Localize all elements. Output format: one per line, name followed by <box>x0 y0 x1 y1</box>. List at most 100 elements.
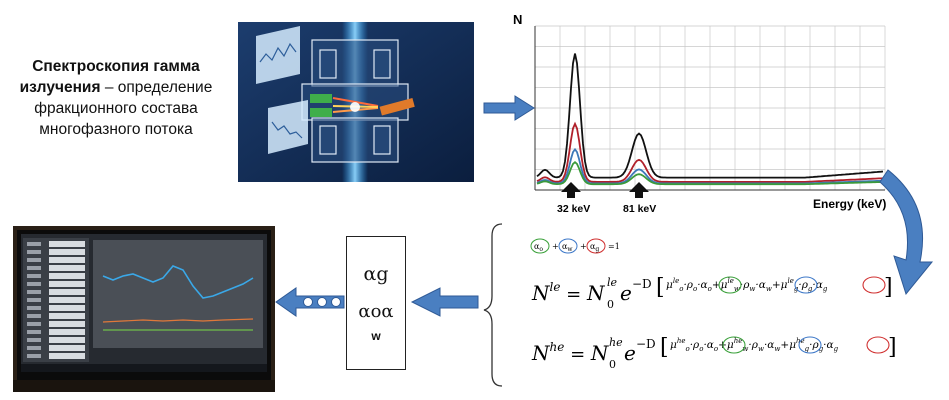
field-label <box>27 346 41 350</box>
y-axis-label: N <box>513 12 522 27</box>
circle-alpha-g <box>586 238 606 254</box>
field-value <box>49 241 85 247</box>
arrow-formulas-to-box <box>410 287 479 317</box>
field-label <box>27 330 41 334</box>
he-term-circles <box>722 336 890 354</box>
diagram-title: Спектроскопия гамма излучения – определе… <box>0 56 232 140</box>
alpha-w-sym: αw <box>562 242 573 253</box>
circle-alpha-w <box>558 238 578 254</box>
svg-text:]: ] <box>888 335 897 360</box>
field-label <box>27 322 41 326</box>
le-exponent-terms: μleo·ρo·αo+μlew·ρw·αw+μleg·ρg·αg <box>666 277 828 293</box>
title-bold: Спектроскопия гамма излучения <box>19 58 200 96</box>
fraction-constraint: αo + αw + αg =1 <box>530 238 620 254</box>
field-value <box>49 313 85 319</box>
title-rest: – определение фракционного состава много… <box>34 79 213 138</box>
term-circle-w <box>798 336 822 354</box>
apparatus-illustration <box>238 22 474 182</box>
svg-text:0: 0 <box>607 298 614 311</box>
equals-one: =1 <box>608 242 620 251</box>
he-exponent-terms: μheo·ρo·αo+μhew·ρw·αw+μheg·ρg·αg <box>670 337 839 353</box>
svg-text:le: le <box>607 276 618 289</box>
field-label <box>27 242 41 246</box>
svg-text:[: [ <box>660 335 669 360</box>
gamma-spectrum-chart: N Energy (keV) 32 keV 81 keV <box>513 12 886 215</box>
field-label <box>27 338 41 342</box>
svg-text:Nle = N: Nle = N <box>531 280 606 305</box>
alpha-g-sym: αg <box>590 242 599 253</box>
svg-text:he: he <box>609 336 623 349</box>
spectrum-grid <box>534 25 886 191</box>
formula-high-energy: Nhe = N 0 he e −D [ μheo·ρo·αo+μhew·ρw·α… <box>531 335 897 371</box>
alpha-o-sym: αo <box>534 242 543 253</box>
source-point <box>350 102 360 112</box>
laptop-bezel <box>13 380 275 392</box>
term-circle-g <box>866 336 890 354</box>
alpha-w-text: w <box>371 329 381 343</box>
peak2-marker <box>629 182 649 198</box>
term-circle-o <box>718 276 742 294</box>
field-value <box>49 337 85 343</box>
svg-text:0: 0 <box>609 358 616 371</box>
dot-1 <box>303 297 313 307</box>
svg-text:−D: −D <box>632 277 652 291</box>
term-circle-o <box>722 336 746 354</box>
le-term-circles <box>718 276 886 294</box>
formula-low-energy: Nle = N 0 le e −D [ μleo·ρo·αo+μlew·ρw·α… <box>531 275 893 311</box>
field-label <box>27 258 41 262</box>
term-circle-w <box>794 276 818 294</box>
field-value <box>49 321 85 327</box>
field-label <box>27 298 41 302</box>
field-label <box>27 290 41 294</box>
field-value <box>49 353 85 359</box>
field-label <box>27 314 41 318</box>
peak1-label: 32 keV <box>557 203 590 215</box>
peak2-label: 81 keV <box>623 203 656 215</box>
plus-2: + <box>580 242 587 251</box>
field-value <box>49 289 85 295</box>
field-value <box>49 265 85 271</box>
plot-area <box>93 240 263 348</box>
laptop-photo <box>13 226 275 392</box>
spectrum-curve-green <box>536 161 884 186</box>
curly-brace <box>483 223 503 387</box>
dot-3 <box>331 297 341 307</box>
peak1-marker <box>561 182 581 198</box>
spectrum-curves <box>536 53 884 186</box>
field-value <box>49 281 85 287</box>
field-label <box>27 266 41 270</box>
field-label <box>27 282 41 286</box>
alpha-fractions-box: αg αoα w <box>346 236 406 370</box>
spectrum-curve-red <box>536 121 884 183</box>
field-label <box>27 354 41 358</box>
attenuation-formulas: αo + αw + αg =1 Nle = N 0 le e −D [ μleo… <box>483 223 897 387</box>
screen-bottom <box>268 100 308 154</box>
circle-alpha-o <box>530 238 550 254</box>
orange-trace <box>102 318 254 323</box>
field-label <box>27 306 41 310</box>
field-value <box>49 297 85 303</box>
alpha-g-text: αg <box>363 263 389 285</box>
detectors <box>310 94 415 117</box>
svg-text:e: e <box>624 341 636 365</box>
x-axis-label: Energy (keV) <box>813 197 886 211</box>
svg-text:−D: −D <box>636 337 656 351</box>
field-value <box>49 305 85 311</box>
dot-2 <box>317 297 327 307</box>
screen-top <box>256 26 300 84</box>
side-panel-fields <box>23 238 89 362</box>
field-label <box>27 250 41 254</box>
field-value <box>49 273 85 279</box>
svg-text:e: e <box>620 281 632 305</box>
svg-text:Nhe = N: Nhe = N <box>531 340 610 365</box>
plus-1: + <box>552 242 559 251</box>
field-value <box>49 249 85 255</box>
blue-trace <box>102 265 254 299</box>
spectrum-curve-black <box>536 53 884 179</box>
field-value <box>49 329 85 335</box>
alpha-o-text: αoα <box>358 301 394 322</box>
svg-text:]: ] <box>884 275 893 300</box>
arrow-box-to-laptop <box>275 287 345 317</box>
term-circle-g <box>862 276 886 294</box>
field-value <box>49 257 85 263</box>
